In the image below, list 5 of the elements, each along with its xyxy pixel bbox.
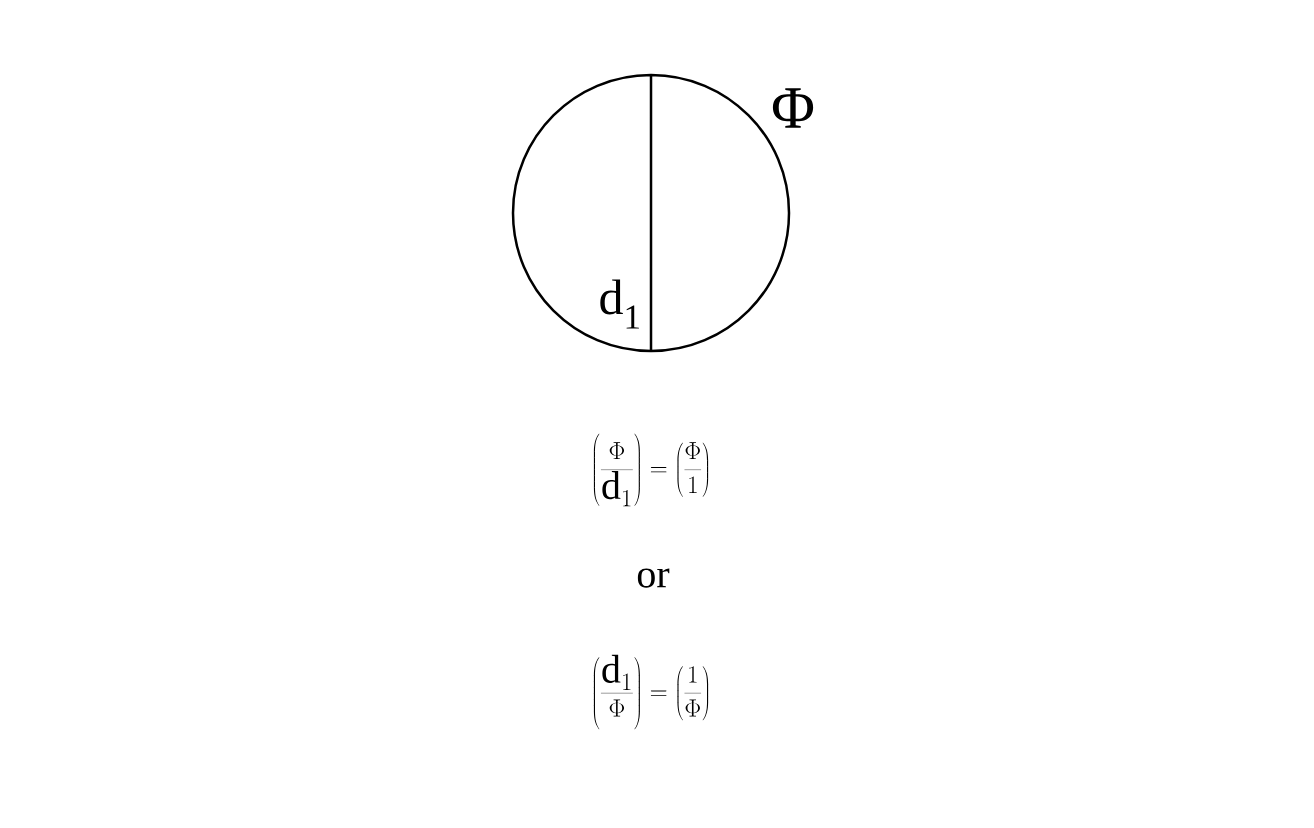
formula: $\left(\frac{\Phi}{\mathrm{d}_{1}}\right)=\left(\frac{\Phi}{1}\right)$ — [593, 433, 709, 507]
label-text: d$_{1}$ — [600, 279, 639, 329]
label-text: or — [637, 568, 670, 588]
formula: $\left(\frac{\mathrm{d}_{1}}{\Phi}\right)=\left(\frac{1}{\Phi}\right)$ — [593, 654, 709, 730]
phi-symbol: Φ — [772, 88, 814, 128]
